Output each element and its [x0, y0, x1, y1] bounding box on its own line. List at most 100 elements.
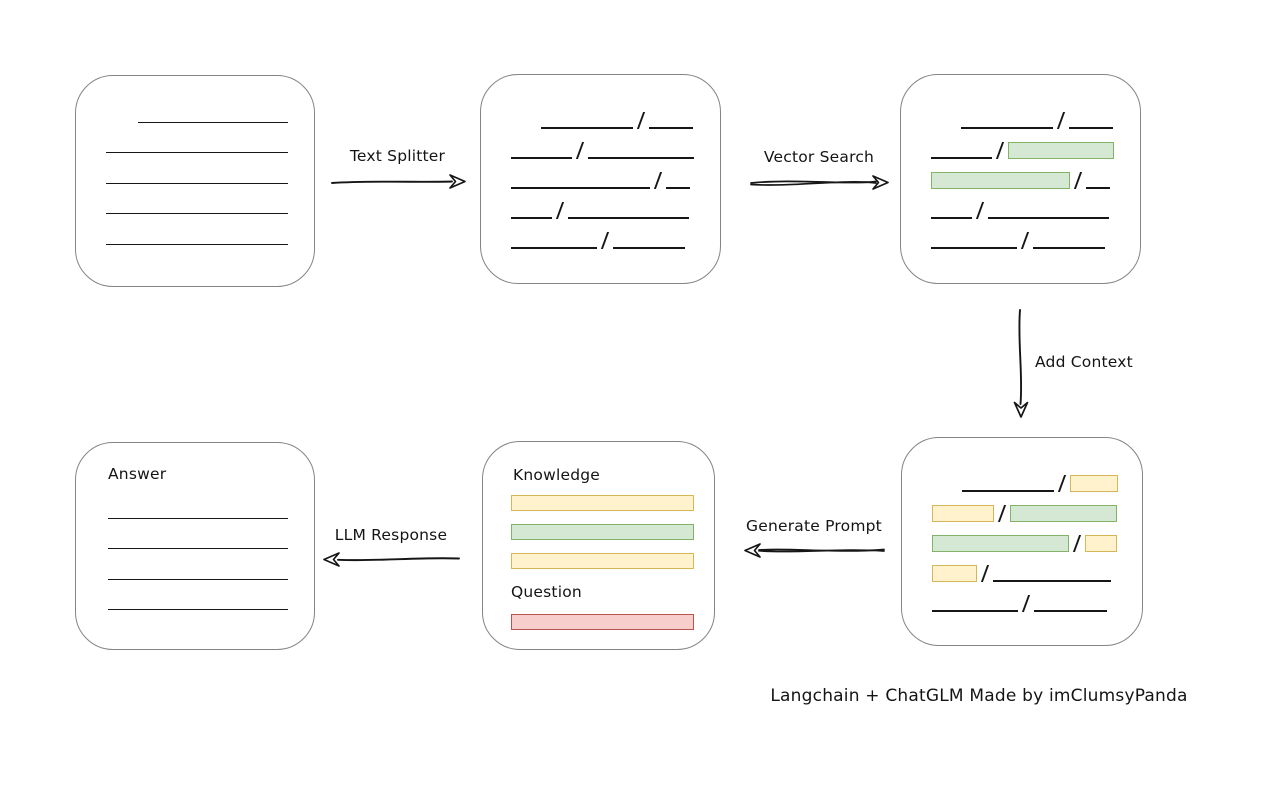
chunk-row — [931, 189, 1140, 219]
llm-response-label: LLM Response — [334, 526, 448, 544]
text-line — [106, 184, 288, 214]
chunk-line — [1086, 185, 1111, 189]
context-chunk-rows — [902, 438, 1142, 612]
chunk-separator-slash — [653, 172, 663, 189]
chunk-line — [993, 578, 1112, 582]
chunk-row — [931, 159, 1140, 189]
chunk-row — [931, 129, 1140, 159]
chunk-separator-slash — [1073, 172, 1083, 189]
chunk-separator-slash — [636, 112, 646, 129]
chunk-separator-slash — [1057, 475, 1067, 492]
chunk-row — [932, 462, 1142, 492]
searched-chunk-rows — [901, 75, 1140, 249]
chunk-row — [932, 522, 1142, 552]
chunk-line — [932, 608, 1018, 612]
chunk-separator-slash — [997, 505, 1007, 522]
chunk-line — [962, 488, 1054, 492]
green-highlight-rect — [932, 535, 1069, 552]
vector-search-label: Vector Search — [763, 148, 875, 166]
text-line — [106, 214, 288, 245]
yellow-bar — [511, 553, 694, 569]
text-line — [108, 519, 288, 549]
text-line — [108, 549, 288, 580]
generate-prompt-arrow — [744, 543, 885, 558]
chunk-line — [511, 185, 650, 189]
answer-node: Answer — [75, 442, 315, 650]
yellow-bar — [511, 495, 694, 511]
diagram-caption: Langchain + ChatGLM Made by imClumsyPand… — [770, 686, 1188, 706]
answer-lines — [76, 443, 314, 610]
chunk-indent — [931, 128, 961, 129]
chunk-row — [511, 189, 720, 219]
green-highlight-rect — [931, 172, 1070, 189]
chunk-row — [931, 219, 1140, 249]
text-splitter-label: Text Splitter — [349, 147, 446, 165]
chunk-row — [932, 582, 1142, 612]
chunk-line — [511, 245, 597, 249]
add-context-label: Add Context — [1035, 353, 1133, 371]
chunk-line — [568, 215, 690, 219]
green-highlight-rect — [1008, 142, 1115, 159]
chunk-row — [511, 159, 720, 189]
chunk-line — [511, 215, 552, 219]
text-line — [108, 488, 288, 519]
chunk-indent — [932, 491, 962, 492]
text-line — [106, 153, 288, 184]
chunk-separator-slash — [1021, 595, 1031, 612]
chunk-line — [961, 125, 1053, 129]
chunk-row — [932, 492, 1142, 522]
split-chunk-rows — [481, 75, 720, 249]
knowledge-bars — [483, 495, 694, 582]
text-line — [108, 580, 288, 610]
question-bars — [483, 614, 694, 643]
answer-label: Answer — [108, 465, 167, 483]
chunk-line — [1069, 125, 1114, 129]
chunk-separator-slash — [600, 232, 610, 249]
context-chunks-node — [901, 437, 1143, 646]
green-bar — [511, 524, 694, 540]
chunk-separator-slash — [1020, 232, 1030, 249]
chunk-indent — [511, 128, 541, 129]
chunk-row — [511, 219, 720, 249]
yellow-highlight-rect — [932, 505, 994, 522]
generate-prompt-label: Generate Prompt — [746, 517, 882, 535]
text-line — [138, 92, 288, 123]
yellow-highlight-rect — [1070, 475, 1119, 492]
chunk-line — [931, 215, 972, 219]
chunk-separator-slash — [575, 142, 585, 159]
split-chunks-node — [480, 74, 721, 284]
red-bar — [511, 614, 694, 630]
chunk-line — [588, 155, 695, 159]
chunk-line — [931, 155, 992, 159]
chunk-line — [1034, 608, 1108, 612]
knowledge-label: Knowledge — [513, 466, 601, 484]
llm-response-arrow — [323, 552, 460, 567]
text-splitter-arrow — [331, 174, 466, 189]
green-highlight-rect — [1010, 505, 1118, 522]
chunk-line — [1033, 245, 1106, 249]
chunk-row — [931, 99, 1140, 129]
chunk-separator-slash — [1056, 112, 1066, 129]
chunk-separator-slash — [1072, 535, 1082, 552]
chunk-row — [932, 552, 1142, 582]
chunk-line — [541, 125, 633, 129]
yellow-highlight-rect — [1085, 535, 1118, 552]
text-line — [106, 123, 288, 153]
chunk-separator-slash — [555, 202, 565, 219]
chunk-separator-slash — [975, 202, 985, 219]
yellow-highlight-rect — [932, 565, 977, 582]
chunk-line — [613, 245, 686, 249]
add-context-arrow — [1013, 309, 1029, 418]
document-lines — [76, 76, 314, 245]
chunk-row — [511, 99, 720, 129]
chunk-row — [511, 129, 720, 159]
chunk-separator-slash — [980, 565, 990, 582]
vector-search-arrow — [750, 175, 889, 190]
searched-chunks-node — [900, 74, 1141, 284]
document-node — [75, 75, 315, 287]
chunk-line — [931, 245, 1017, 249]
prompt-node: Knowledge Question — [482, 441, 715, 650]
chunk-line — [988, 215, 1110, 219]
chunk-line — [666, 185, 691, 189]
